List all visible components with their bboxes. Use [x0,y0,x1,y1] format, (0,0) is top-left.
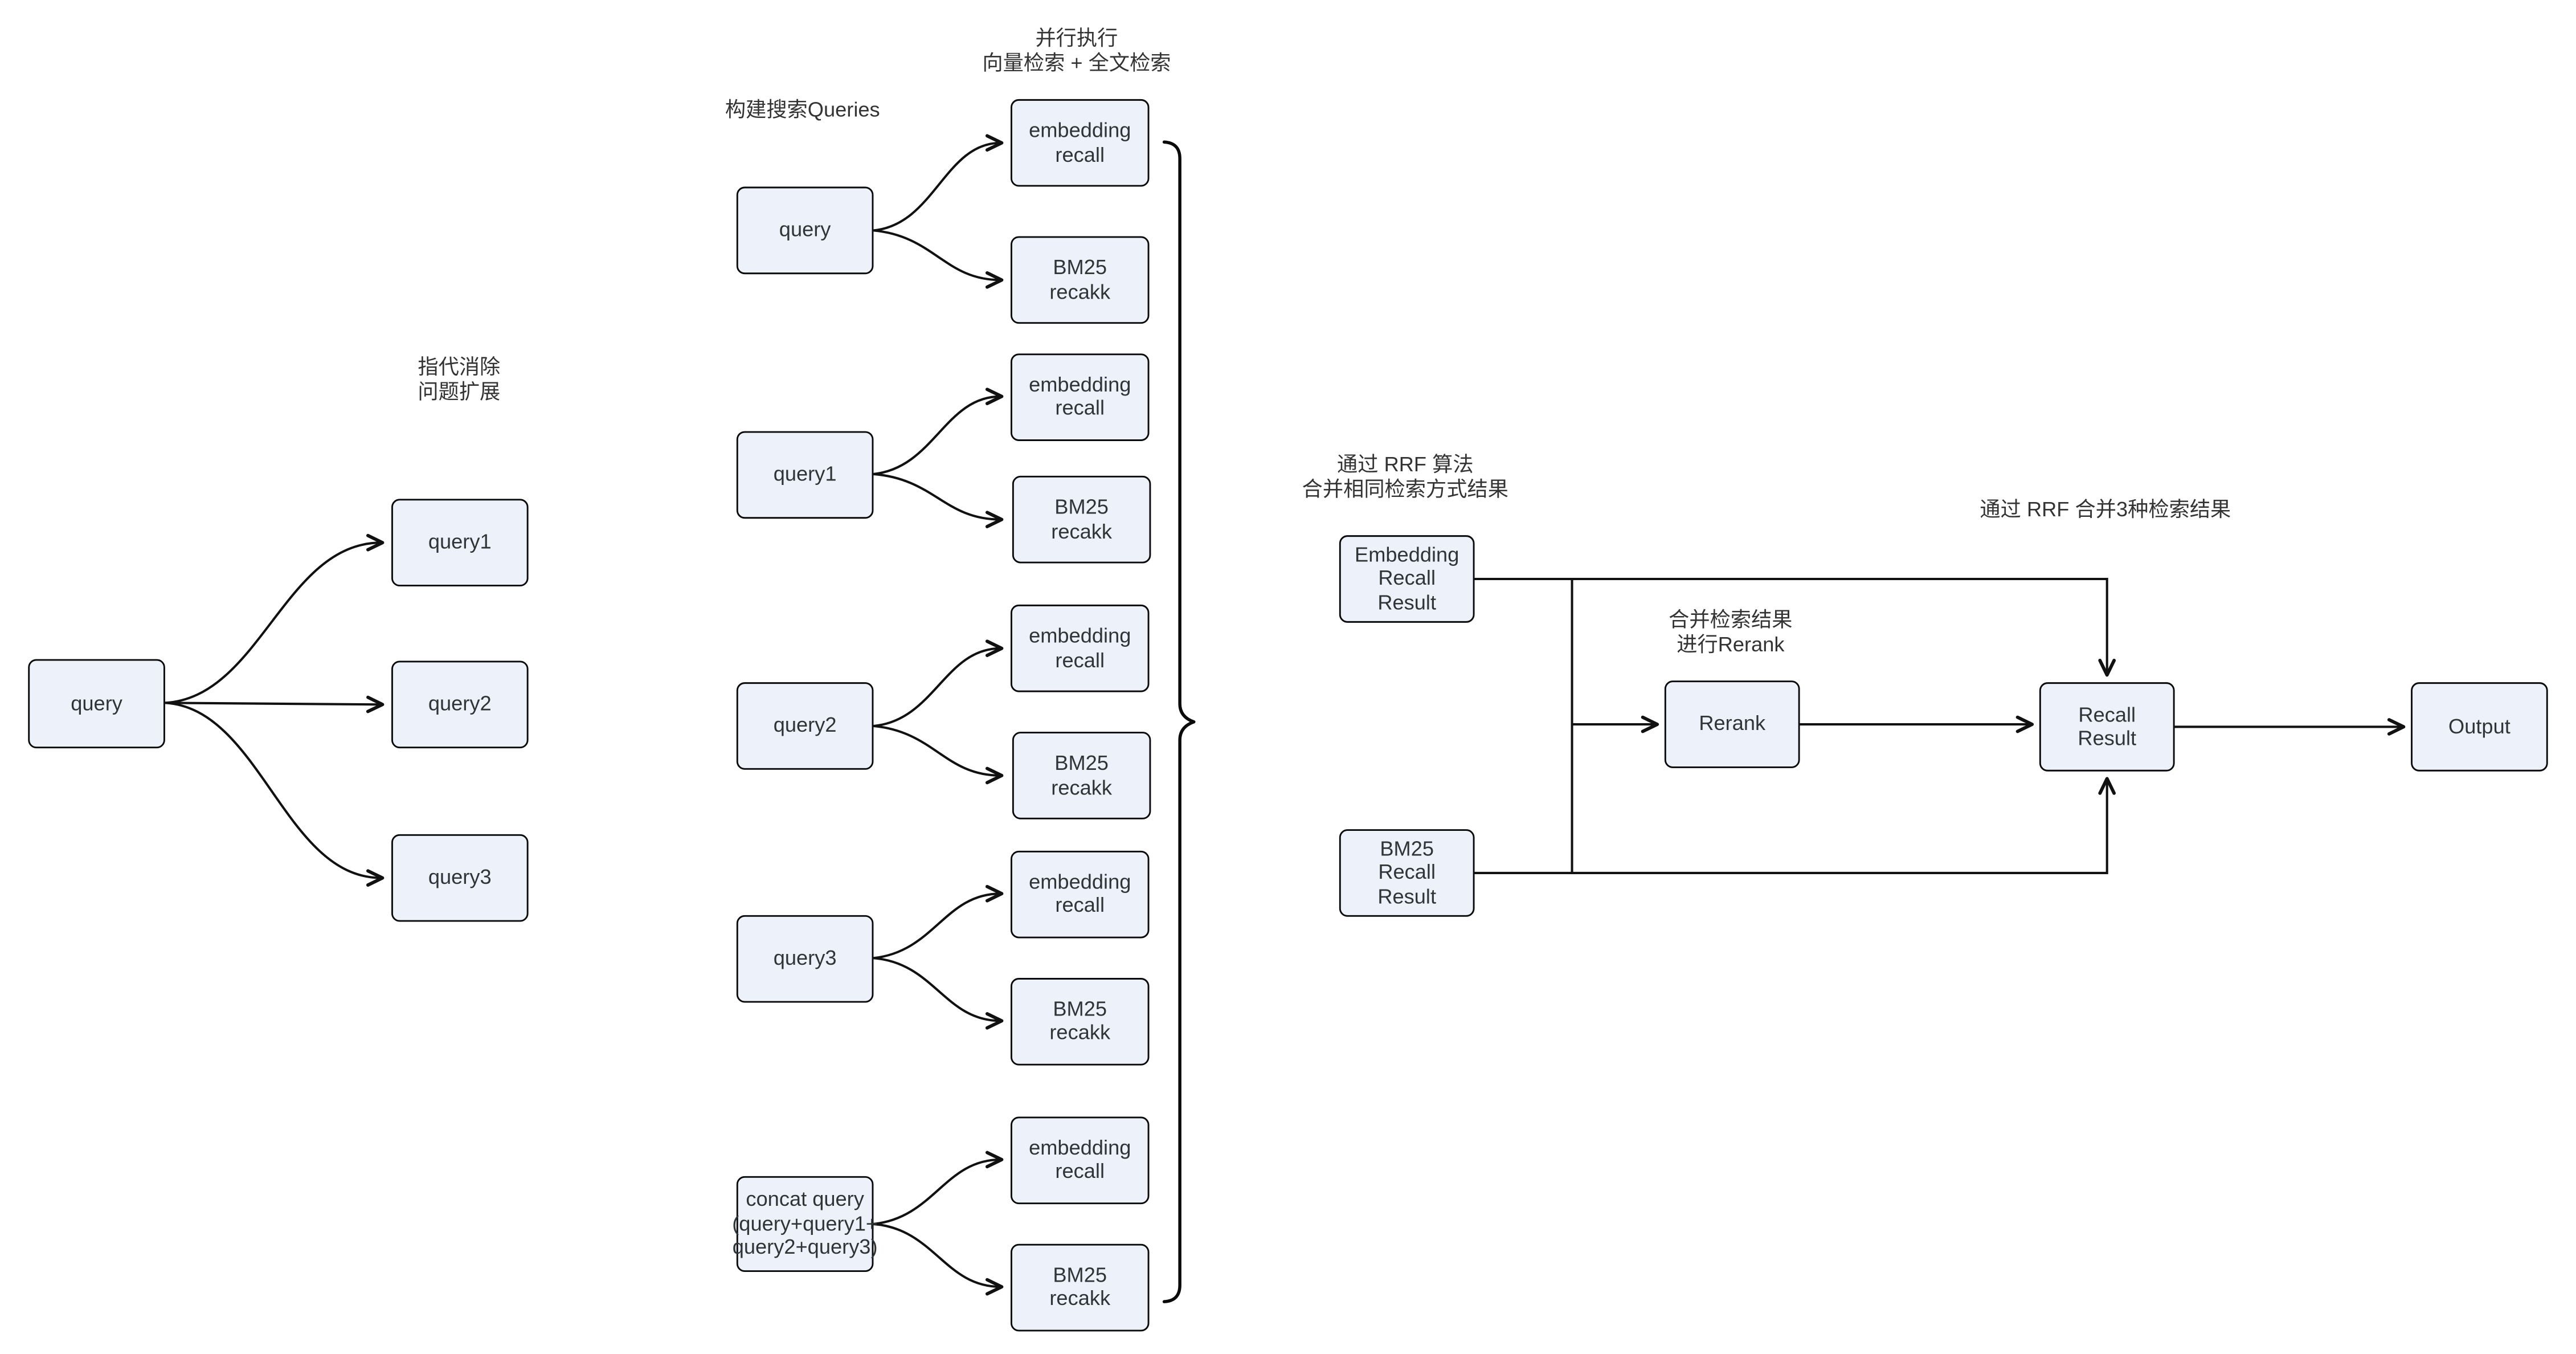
label-coref-expansion: 指代消除 问题扩展 [418,355,501,403]
node-bm25-recall-1: BM25 recakk [1011,236,1150,324]
edge-bm25-result-to-recall-result [1474,777,2116,874]
edge-midquery-to-bm25-4 [873,957,1004,1030]
edge-midquery-to-embedding-1 [873,134,1004,232]
edge-embedding-result-to-recall-result [1474,577,2116,677]
label-build-queries: 构建搜索Queries [725,98,880,122]
label-rrf-merge-three: 通过 RRF 合并3种检索结果 [1980,498,2231,521]
node-embedding-recall-2: embedding recall [1011,352,1150,441]
node-query1: query1 [391,499,529,587]
edge-concat-to-embedding [873,1151,1004,1225]
node-bm25-recall-3: BM25 recakk [1012,732,1151,819]
node-query3: query3 [391,834,529,922]
node-bm25-recall-2: BM25 recakk [1012,475,1151,564]
node-bm25-recall-5: BM25 recakk [1011,1243,1150,1331]
node-bm25-recall-4: BM25 recakk [1011,977,1150,1065]
node-embedding-recall-3: embedding recall [1011,604,1150,692]
node-bm25-recall-result: BM25 Recall Result [1339,829,1475,917]
node-recall-result: Recall Result [2039,682,2175,772]
node-output: Output [2411,682,2548,772]
node-query2: query2 [391,660,529,749]
node-embedding-recall-1: embedding recall [1011,99,1150,187]
curly-brace [1162,140,1196,1303]
node-embedding-recall-4: embedding recall [1011,850,1150,938]
edge-midquery-to-bm25-2 [873,472,1004,528]
node-mid-query3: query3 [736,914,874,1002]
label-rrf-merge-same: 通过 RRF 算法 合并相同检索方式结果 [1302,452,1509,501]
label-merge-rerank: 合并检索结果 进行Rerank [1669,608,1793,656]
edge-midquery-to-bm25-3 [873,724,1004,785]
node-mid-query: query [736,186,874,275]
node-embedding-recall-5: embedding recall [1011,1116,1150,1204]
node-embedding-recall-result: Embedding Recall Result [1339,535,1475,623]
edge-midquery-to-bm25-1 [873,229,1004,289]
edge-midquery-to-embedding-4 [873,884,1004,960]
node-mid-query2: query2 [736,682,874,770]
node-left-query: query [28,659,165,749]
edge-midquery-to-embedding-3 [873,639,1004,727]
edge-query-to-query1 [165,533,385,704]
edge-query-to-query2 [165,695,385,713]
node-rerank: Rerank [1664,680,1800,768]
node-concat-query: concat query (query+query1+ query2+query… [732,1176,878,1273]
edge-concat-to-bm25 [873,1222,1004,1296]
edge-midquery-to-embedding-2 [873,388,1004,475]
node-mid-query1: query1 [736,430,874,518]
edge-query-to-query3 [165,702,385,887]
label-parallel-exec: 并行执行 向量检索 + 全文检索 [982,27,1171,75]
